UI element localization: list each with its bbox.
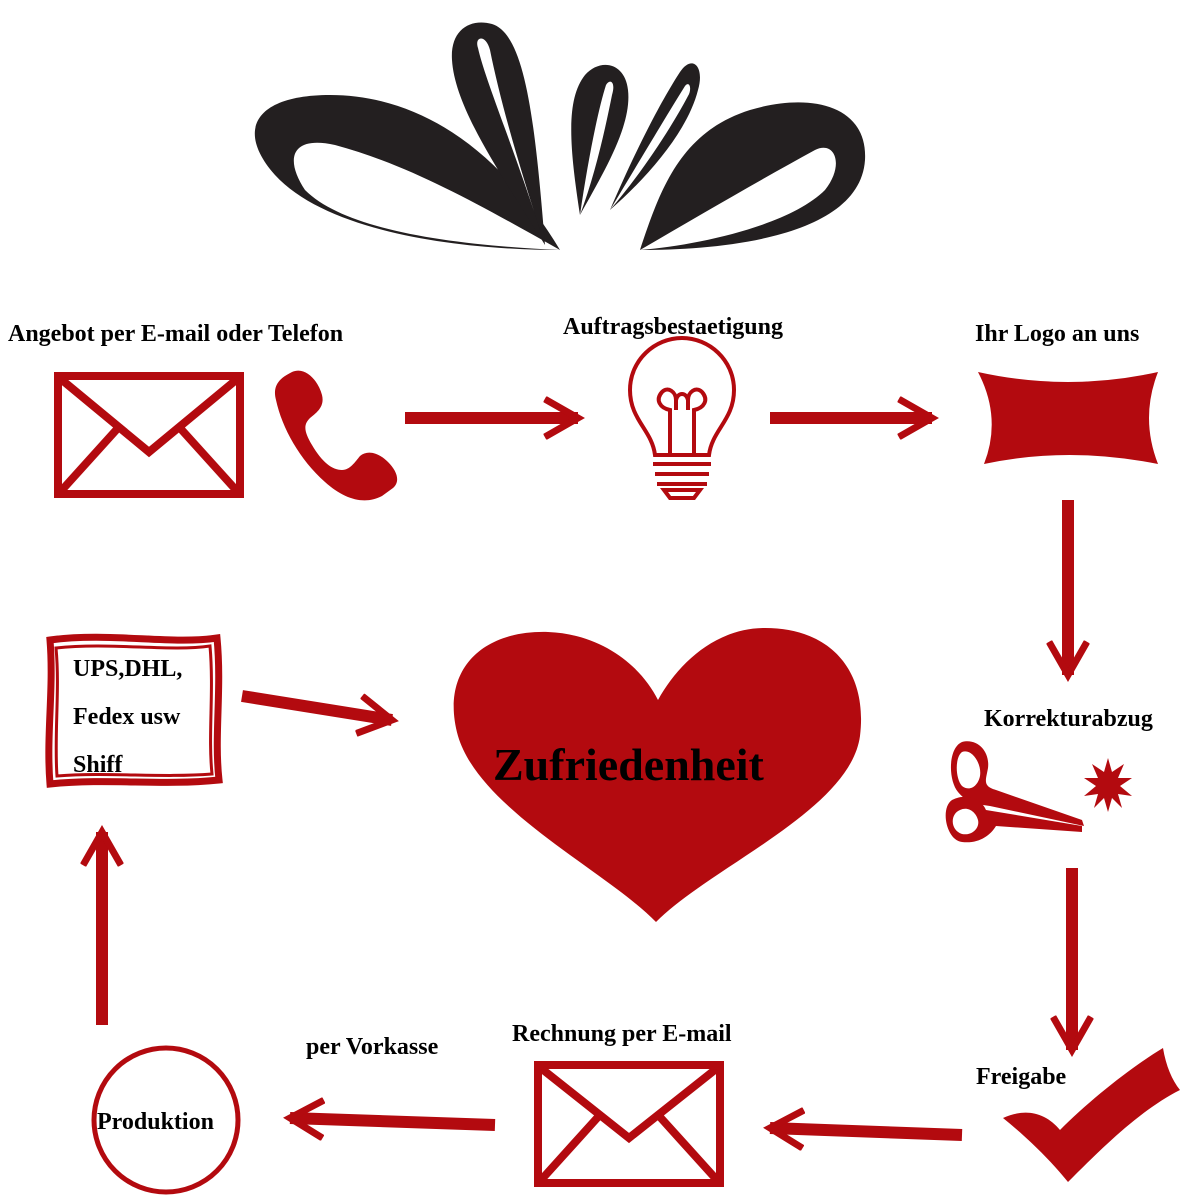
- step-label-korrektur: Korrekturabzug: [984, 706, 1153, 732]
- phone-icon: [274, 370, 398, 501]
- circle-icon: [91, 1045, 241, 1195]
- step-label-produktion: Produktion: [97, 1109, 214, 1135]
- shipping-line-1: UPS,DHL,: [73, 656, 183, 682]
- step-label-rechnung: Rechnung per E-mail: [512, 1021, 732, 1047]
- envelope-icon: [54, 372, 244, 498]
- envelope-icon: [534, 1061, 724, 1187]
- step-label-vorkasse: per Vorkasse: [306, 1034, 439, 1060]
- arrow-freigabe-to-rechnung: [770, 1128, 963, 1135]
- scissors-icon: [945, 741, 1084, 843]
- lightbulb-icon: [627, 335, 737, 500]
- arrow-versand-to-center: [241, 690, 392, 720]
- flow-arrows: [102, 418, 1072, 1135]
- step-label-freigabe: Freigabe: [976, 1064, 1067, 1090]
- step-label-logo: Ihr Logo an uns: [975, 321, 1140, 347]
- heart-icon: [453, 628, 862, 922]
- box-frame-icon: [45, 633, 223, 788]
- star-icon: [1084, 758, 1132, 812]
- checkmark-icon: [1003, 1048, 1180, 1182]
- shipping-line-3: Shiff: [73, 752, 123, 778]
- step-label-auftrag: Auftragsbestaetigung: [563, 314, 783, 340]
- center-label: Zufriedenheit: [493, 739, 764, 790]
- banner-icon: [978, 372, 1158, 464]
- shipping-line-2: Fedex usw: [73, 704, 181, 730]
- ribbon-bow-icon: [254, 22, 866, 250]
- arrow-rechnung-to-produktion: [290, 1118, 496, 1125]
- step-label-angebot: Angebot per E-mail oder Telefon: [8, 321, 344, 347]
